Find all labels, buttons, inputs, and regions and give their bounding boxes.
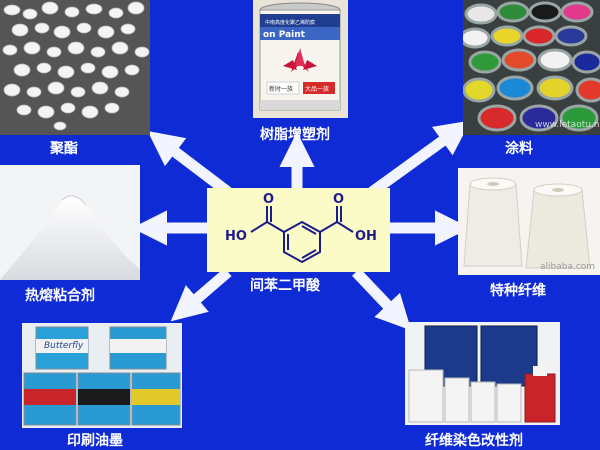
polyester-pellets-image (0, 0, 150, 135)
coating-watermark: www.letaotu.net (535, 120, 600, 130)
arrow-to-coating (368, 120, 471, 197)
label-resin-plasticizer: 树脂增塑剂 (260, 127, 330, 143)
ink-cans-illustration (22, 323, 182, 428)
center-compound-name: 间苯二甲酸 (250, 278, 320, 294)
arrow-to-dye-modifier (352, 268, 412, 331)
coating-paint-cans-image: www.letaotu.net (463, 0, 600, 135)
fiber-spools-image: alibaba.com (458, 168, 600, 275)
label-hot-melt-adhesive: 热熔粘合剂 (25, 288, 95, 304)
paint-can-brand: on Paint (263, 30, 306, 40)
adhesive-powder-image (0, 165, 140, 280)
label-printing-ink: 印刷油墨 (67, 433, 123, 449)
dye-modifier-bottles-image (405, 322, 560, 425)
paint-can-line1: 中南高度化聚乙烯防腐 (265, 19, 315, 26)
carbonyl-oxygen-left: O (263, 192, 274, 207)
printing-ink-cans-image: Butterfly (22, 323, 182, 428)
label-coating: 涂料 (505, 141, 533, 157)
ink-brand-watermark: Butterfly (44, 341, 84, 351)
fiber-watermark: alibaba.com (540, 262, 596, 272)
pellets-illustration (0, 0, 150, 135)
coating-cans-illustration (463, 0, 600, 135)
hydroxyl-left: HO (225, 229, 247, 244)
arrow-to-ink (170, 267, 232, 322)
isophthalic-acid-structure-box: O O HO OH (207, 188, 390, 272)
powder-illustration (0, 165, 140, 280)
paint-can-line2a: 新时一族 (269, 85, 293, 93)
bottles-illustration (405, 322, 560, 425)
hydroxyl-right: OH (355, 229, 377, 244)
spools-illustration (458, 168, 600, 275)
carbonyl-oxygen-right: O (333, 192, 344, 207)
label-polyester: 聚酯 (50, 141, 78, 157)
isophthalic-acid-structure: O O HO OH (225, 192, 377, 264)
paint-can-line2b: 大品一族 (305, 85, 329, 93)
plasticizer-paint-can-image: on Paint 中南高度化聚乙烯防腐 新时一族 大品一族 (253, 0, 348, 118)
arrow-to-polyester (147, 130, 232, 197)
paint-can-illustration: on Paint 中南高度化聚乙烯防腐 新时一族 大品一族 (253, 0, 348, 118)
label-fiber-dye-modifier: 纤维染色改性剂 (425, 433, 523, 449)
label-special-fiber: 特种纤维 (490, 283, 546, 299)
